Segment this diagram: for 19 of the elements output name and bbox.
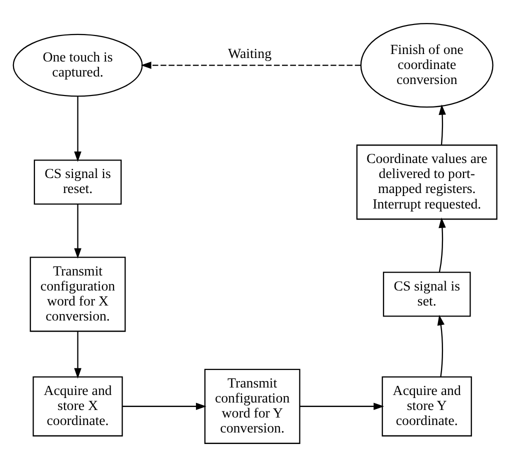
arrow xyxy=(140,62,361,69)
arrow xyxy=(438,104,446,145)
node-box: CS signal is set. xyxy=(382,272,471,317)
node-box: Acquire and store Y coordinate. xyxy=(382,376,472,436)
node-box: Coordinate values are delivered to port-mapped registers. Interrupt requested. xyxy=(356,144,498,220)
node-box: Transmit configuration word for Y conversion. xyxy=(204,368,300,444)
arrow xyxy=(122,402,206,410)
node-ellipse: One touch is captured. xyxy=(12,34,143,97)
arrow xyxy=(74,204,82,259)
arrow xyxy=(300,402,384,410)
node-box: Acquire and store X coordinate. xyxy=(32,376,123,436)
node-ellipse: Finish of one coordinate conversion xyxy=(360,22,494,108)
node-box: Transmit configuration word for X conversion. xyxy=(30,256,126,332)
node-box: CS signal is reset. xyxy=(34,160,122,205)
edge-label: Waiting xyxy=(228,46,272,62)
arrow xyxy=(437,314,445,377)
arrow xyxy=(74,96,82,162)
arrow xyxy=(74,331,82,379)
arrow xyxy=(438,218,446,272)
